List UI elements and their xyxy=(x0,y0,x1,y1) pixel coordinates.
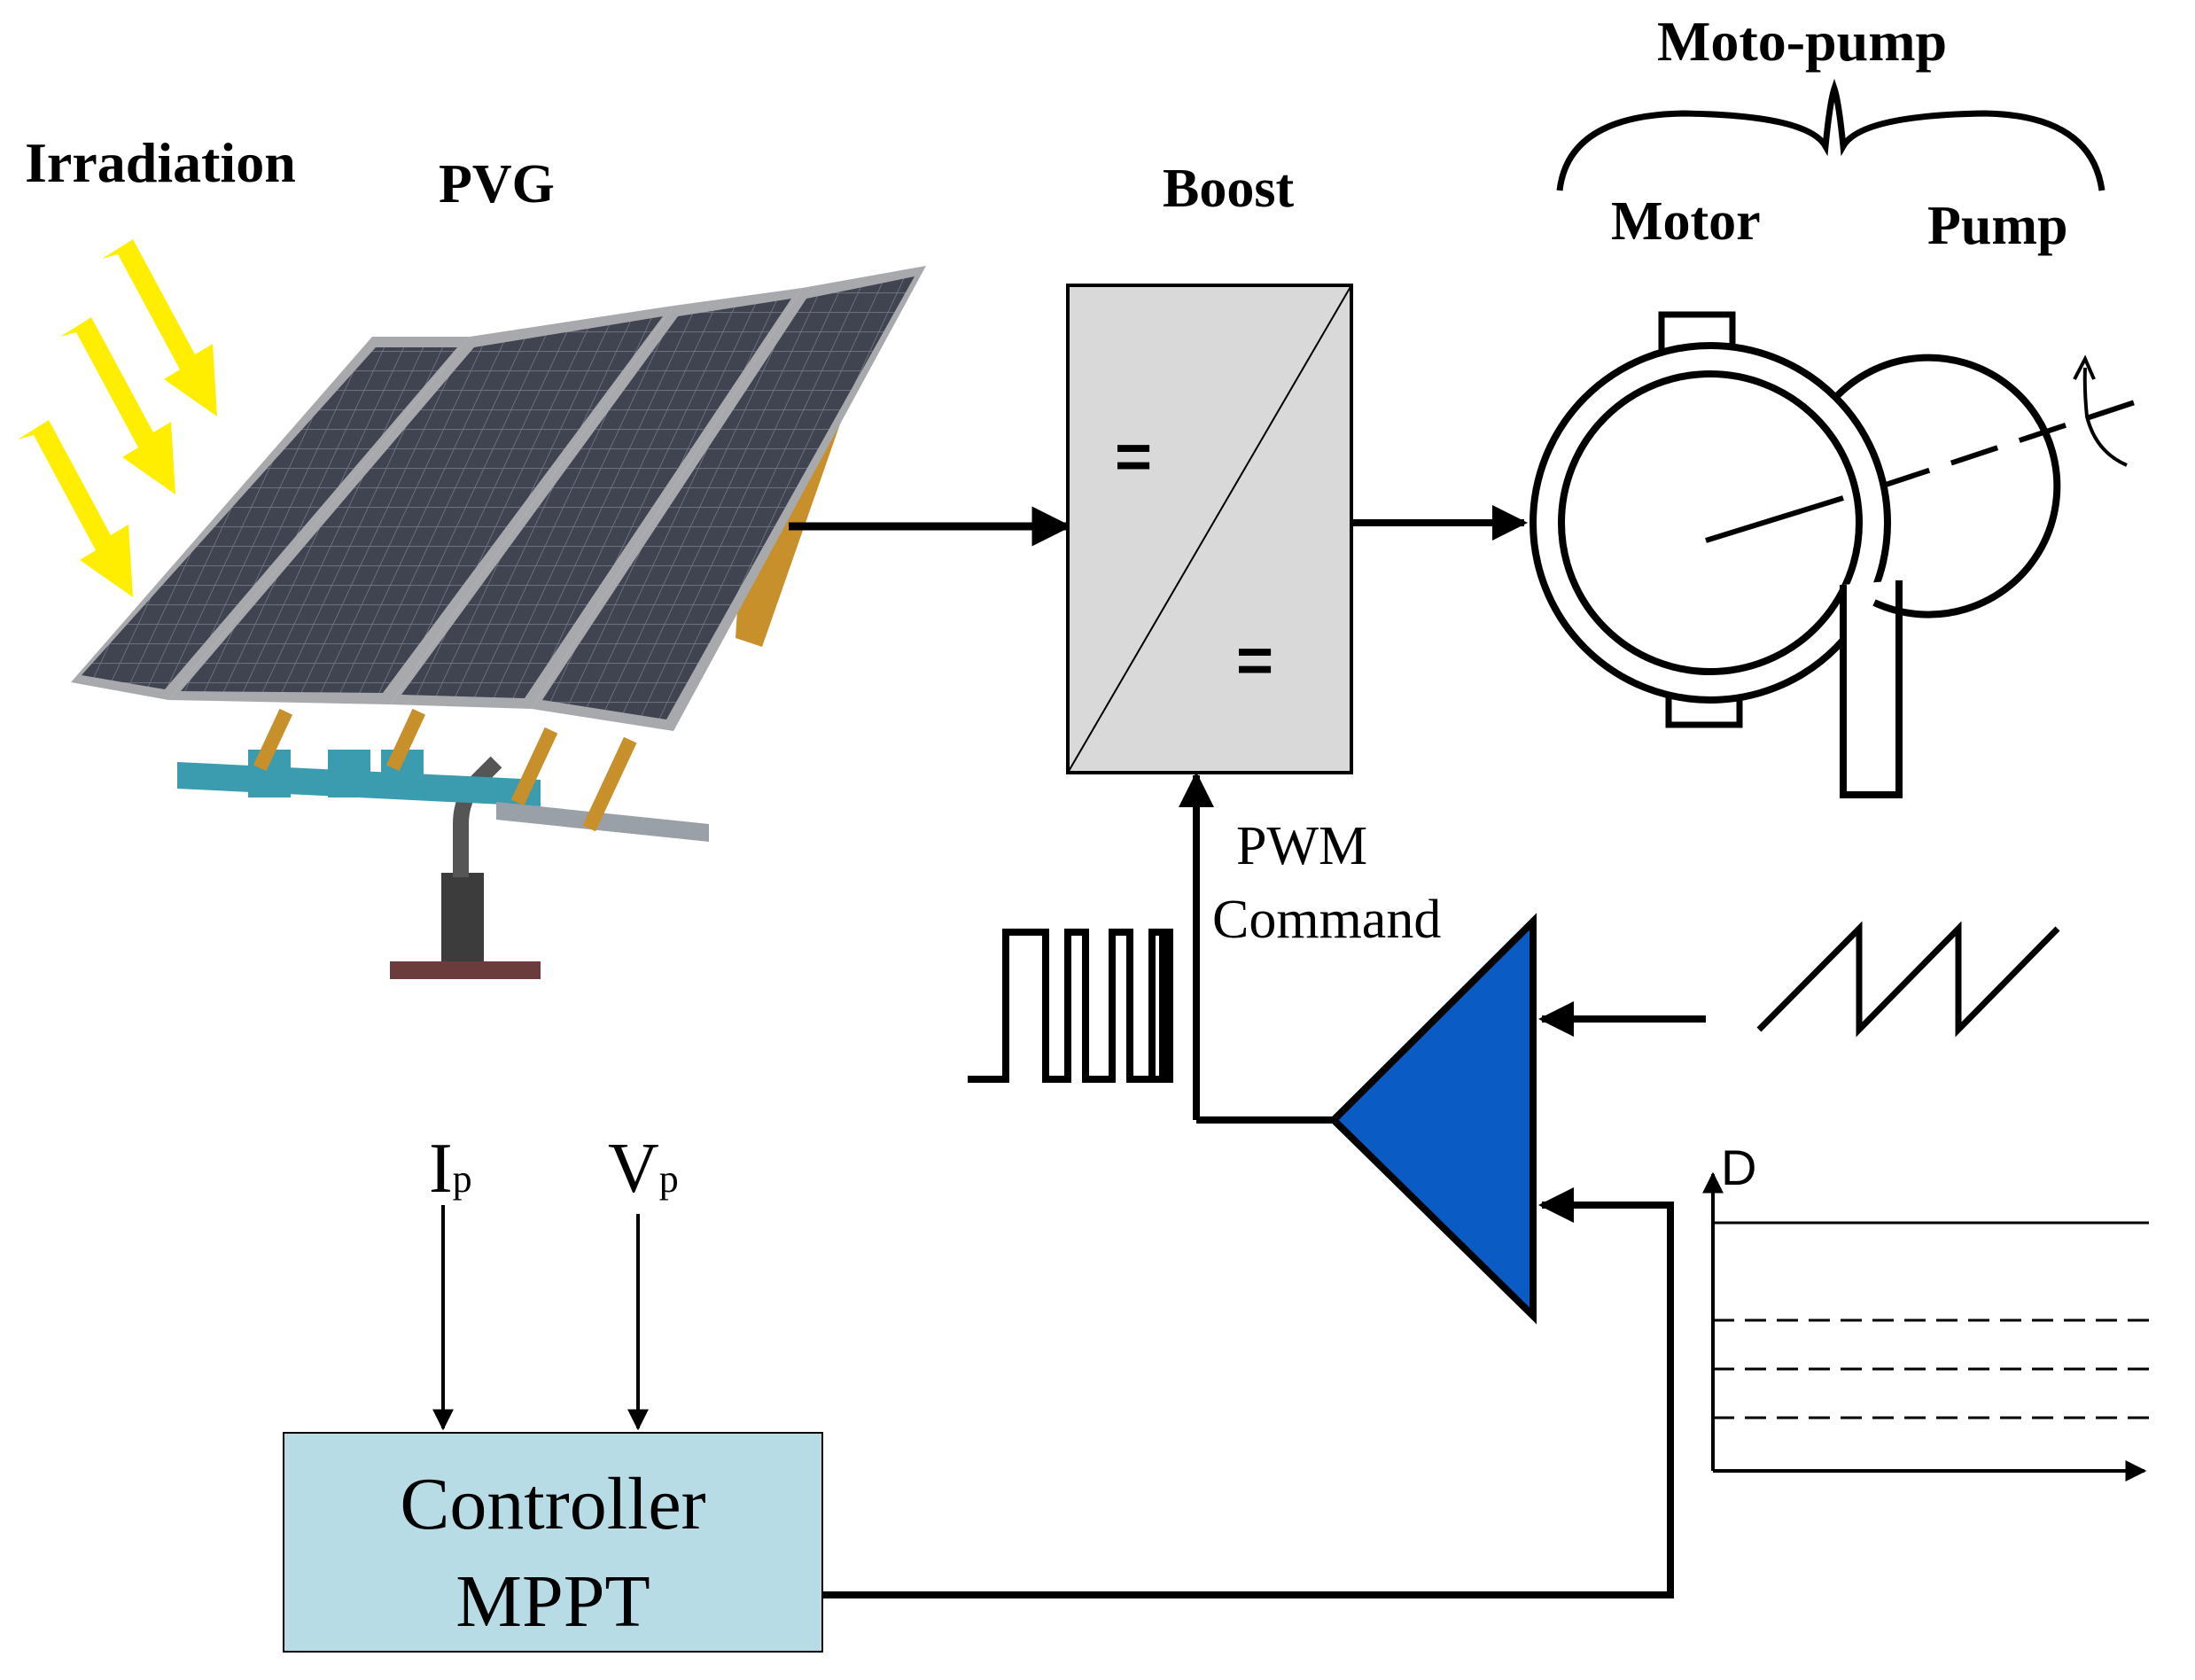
irradiation-arrows xyxy=(18,239,217,597)
boost-dc-input-symbol: = xyxy=(1115,422,1152,493)
controller-label-line2: MPPT xyxy=(455,1560,650,1643)
boost-converter-block xyxy=(1066,284,1353,774)
moto-pump-label: Moto-pump xyxy=(1657,10,1947,73)
controller-mppt-block xyxy=(283,1432,823,1653)
pvg-label: PVG xyxy=(439,154,555,214)
pump-symbol xyxy=(1832,354,2061,798)
controller-label-line1: Controller xyxy=(400,1463,705,1545)
pwm-label-line2: Command xyxy=(1212,890,1441,950)
rotation-arrow-icon xyxy=(2073,354,2128,467)
pv-panel-1 xyxy=(71,337,470,700)
pwm-label-line1: PWM xyxy=(1236,816,1367,876)
boost-dc-output-symbol: = xyxy=(1236,626,1273,696)
irradiation-label: Irradiation xyxy=(25,131,296,194)
pwm-waveform xyxy=(968,929,1173,1083)
current-input-label: Ip xyxy=(429,1130,472,1208)
duty-cycle-plot: D xyxy=(1702,1139,2149,1482)
pv-panel-3 xyxy=(390,288,802,709)
pv-panel-2 xyxy=(168,306,673,704)
motor-symbol xyxy=(1529,311,1891,728)
sun-arrow-1 xyxy=(102,239,217,416)
sawtooth-waveform xyxy=(1756,921,2060,1038)
pump-label: Pump xyxy=(1927,196,2067,256)
sun-arrow-3 xyxy=(18,420,133,597)
motor-label: Motor xyxy=(1611,191,1761,252)
pv-generator xyxy=(71,266,926,979)
pump-shaft xyxy=(1705,398,2141,543)
moto-pump-brace xyxy=(1556,78,2105,191)
comparator-triangle xyxy=(1328,913,1537,1325)
voltage-input-label: Vp xyxy=(608,1130,679,1208)
duty-axis-label: D xyxy=(1721,1139,1756,1195)
sun-arrow-2 xyxy=(60,317,175,494)
boost-label: Boost xyxy=(1163,159,1294,219)
pv-panel-4 xyxy=(532,266,926,731)
duty-feedback-wire xyxy=(822,1187,1674,1598)
